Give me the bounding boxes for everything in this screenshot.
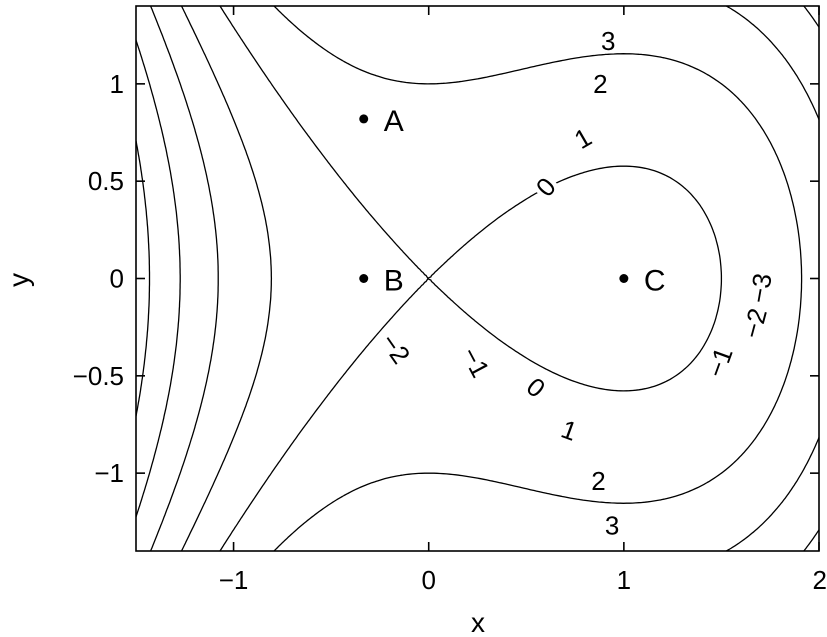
level-label-background [699, 341, 736, 382]
x-tick-label: 0 [421, 565, 435, 595]
level-label-background [598, 26, 619, 52]
y-tick-label: 0.5 [88, 166, 124, 196]
level-label-text: −2 [375, 328, 417, 370]
level-label-1: 2 [590, 68, 611, 99]
level-label-background [602, 510, 623, 537]
contour-line-level-1 [273, 6, 803, 551]
plot-frame [135, 5, 820, 552]
level-label-background [735, 302, 770, 343]
level-label-12: −1 [699, 341, 739, 382]
level-label-background [521, 369, 554, 403]
contour-line-level-3 [803, 6, 819, 551]
level-label-text: −3 [743, 271, 778, 305]
y-tick-label: −1 [94, 458, 124, 488]
level-label-9: 3 [602, 510, 623, 541]
level-label-10: −3 [742, 268, 778, 307]
level-label-text: −1 [455, 342, 495, 382]
level-label-0: 3 [598, 26, 619, 56]
level-label-2: 1 [566, 120, 598, 155]
level-label-6: 0 [521, 369, 554, 404]
point-c-label: C [644, 265, 666, 298]
level-label-3: 0 [527, 169, 562, 202]
level-label-text: 2 [591, 466, 605, 496]
contour-line-level-minus2 [149, 6, 219, 551]
contour-line-level-minus1 [180, 6, 273, 551]
point-a-label: A [384, 105, 404, 138]
level-label-background [590, 68, 611, 95]
level-label-8: 2 [588, 465, 609, 496]
level-label-background [556, 412, 584, 445]
x-tick-label: 1 [617, 565, 631, 595]
level-label-5: −1 [455, 340, 497, 383]
level-label-background [566, 120, 598, 153]
level-label-text: 2 [593, 69, 607, 99]
point-b-marker [359, 274, 369, 283]
level-label-text: 3 [601, 26, 615, 56]
level-label-background [527, 169, 561, 202]
point-c-marker [619, 274, 629, 283]
point-a-marker [359, 114, 369, 124]
y-axis-label: y [3, 273, 34, 287]
contour-line-level-0 [219, 6, 723, 551]
level-label-4: −2 [375, 326, 418, 370]
y-tick-label: −0.5 [73, 361, 124, 391]
level-label-background [457, 340, 497, 383]
level-label-background [588, 465, 609, 492]
level-label-11: −2 [735, 302, 773, 343]
y-axis-ticks: −1 −0.5 0 0.5 1 [73, 69, 819, 488]
marked-points: A B C [359, 105, 666, 298]
level-label-text: 3 [605, 511, 619, 541]
level-label-background [742, 268, 775, 307]
x-axis-label: x [471, 607, 485, 637]
y-tick-label: 0 [110, 264, 124, 294]
y-tick-label: 1 [110, 69, 124, 99]
point-b-label: B [384, 265, 404, 298]
x-tick-label: −1 [219, 565, 249, 595]
contour-lines [136, 6, 819, 551]
level-label-text: −1 [700, 343, 738, 381]
level-label-7: 1 [556, 412, 584, 447]
level-label-background [376, 326, 418, 369]
x-tick-label: 2 [813, 565, 827, 595]
